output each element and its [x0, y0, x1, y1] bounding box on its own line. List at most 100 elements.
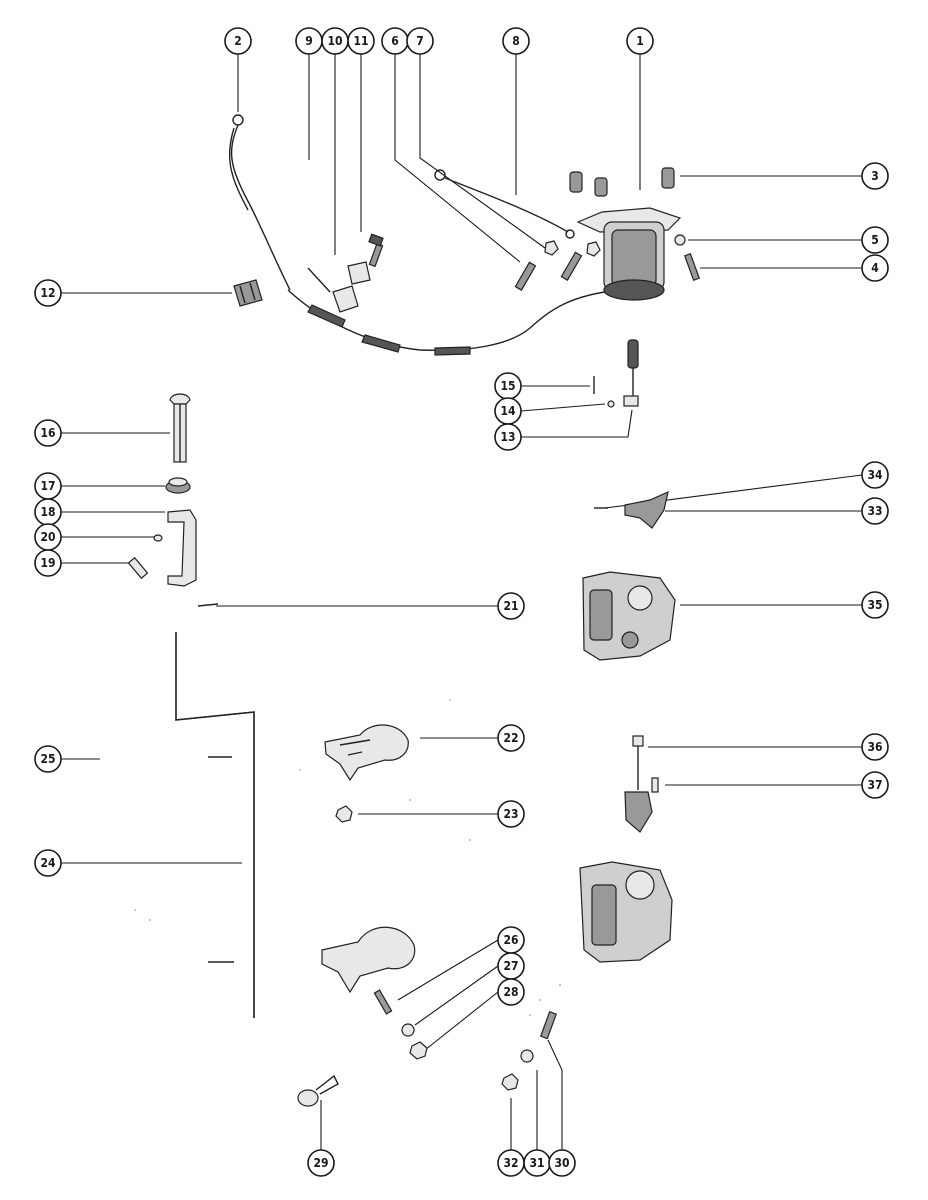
callout-14: 14 — [494, 397, 522, 425]
callout-label: 4 — [871, 261, 879, 275]
nut-28 — [409, 1041, 428, 1060]
lead-wire — [434, 169, 575, 239]
callout-9: 9 — [295, 27, 323, 55]
callout-label: 5 — [871, 233, 879, 247]
callout-24: 24 — [34, 849, 62, 877]
callout-2: 2 — [224, 27, 252, 55]
callout-7: 7 — [406, 27, 434, 55]
callout-26: 26 — [497, 926, 525, 954]
callout-label: 8 — [512, 34, 520, 48]
callout-label: 23 — [503, 807, 518, 821]
callout-label: 26 — [503, 933, 518, 947]
callout-label: 25 — [40, 752, 55, 766]
callout-4: 4 — [861, 254, 889, 282]
nut-32 — [501, 1073, 519, 1091]
callout-label: 27 — [503, 959, 518, 973]
callout-16: 16 — [34, 419, 62, 447]
callout-label: 11 — [353, 34, 368, 48]
callout-6: 6 — [381, 27, 409, 55]
callout-label: 28 — [503, 985, 518, 999]
callout-1: 1 — [626, 27, 654, 55]
screw-19 — [127, 556, 149, 580]
sleeves — [569, 167, 675, 197]
callout-21: 21 — [497, 592, 525, 620]
callout-label: 10 — [327, 34, 342, 48]
callout-label: 31 — [529, 1156, 544, 1170]
leader-lines — [61, 54, 863, 1150]
callout-label: 19 — [40, 556, 55, 570]
callout-32: 32 — [497, 1149, 525, 1177]
screws-6-7 — [514, 240, 601, 291]
callout-label: 36 — [867, 740, 882, 754]
callout-label: 17 — [40, 479, 55, 493]
callouts: 2 9 10 11 6 7 8 1 3 5 4 12 15 14 13 16 1… — [34, 27, 889, 1177]
carburetor-35 — [582, 571, 676, 661]
washer-20 — [153, 534, 163, 542]
callout-label: 21 — [503, 599, 518, 613]
callout-30: 30 — [548, 1149, 576, 1177]
pin-21 — [197, 603, 219, 607]
bolt-16 — [169, 393, 191, 463]
throttle-cam-22 — [324, 724, 409, 782]
callout-10: 10 — [321, 27, 349, 55]
washer-5 — [674, 234, 686, 246]
callout-13: 13 — [494, 423, 522, 451]
callout-label: 18 — [40, 505, 55, 519]
callout-15: 15 — [494, 372, 522, 400]
clamp-assembly — [307, 233, 384, 313]
callout-31: 31 — [523, 1149, 551, 1177]
callout-17: 17 — [34, 472, 62, 500]
callout-35: 35 — [861, 591, 889, 619]
washer-27 — [401, 1023, 415, 1037]
linkage-36 — [624, 735, 659, 833]
callout-29: 29 — [307, 1149, 335, 1177]
callout-label: 33 — [867, 504, 882, 518]
callout-5: 5 — [861, 226, 889, 254]
callout-label: 34 — [867, 468, 883, 482]
callout-34: 34 — [861, 461, 889, 489]
callout-label: 1 — [636, 34, 644, 48]
bracket-18 — [167, 509, 197, 587]
callout-23: 23 — [497, 800, 525, 828]
nut-23 — [335, 805, 353, 823]
solenoid — [576, 207, 682, 301]
callout-8: 8 — [502, 27, 530, 55]
callout-12: 12 — [34, 279, 62, 307]
callout-label: 37 — [867, 778, 882, 792]
grommet — [233, 279, 263, 307]
callout-label: 6 — [391, 34, 399, 48]
callout-label: 12 — [40, 286, 55, 300]
callout-label: 30 — [554, 1156, 569, 1170]
callout-label: 32 — [503, 1156, 518, 1170]
callout-label: 29 — [313, 1156, 328, 1170]
choke-knob — [593, 339, 639, 408]
ground-wire — [228, 114, 291, 291]
carburetor-lower — [579, 861, 673, 963]
callout-label: 22 — [503, 731, 518, 745]
callout-36: 36 — [861, 733, 889, 761]
callout-label: 15 — [500, 379, 515, 393]
washer-31 — [520, 1049, 534, 1063]
callout-18: 18 — [34, 498, 62, 526]
callout-label: 7 — [416, 34, 424, 48]
callout-28: 28 — [497, 978, 525, 1006]
callout-label: 9 — [305, 34, 313, 48]
callout-11: 11 — [347, 27, 375, 55]
callout-25: 25 — [34, 745, 62, 773]
screw-26 — [373, 989, 393, 1015]
callout-label: 13 — [500, 430, 515, 444]
callout-19: 19 — [34, 549, 62, 577]
throttle-cam-lower — [321, 926, 416, 994]
callout-3: 3 — [861, 162, 889, 190]
callout-label: 24 — [40, 856, 56, 870]
callout-label: 35 — [867, 598, 882, 612]
bushing-17 — [165, 477, 191, 494]
throttle-rod — [175, 632, 255, 1018]
screw-30 — [539, 1010, 557, 1040]
screw-4 — [683, 252, 701, 282]
clip-29 — [297, 1074, 339, 1107]
callout-label: 16 — [40, 426, 55, 440]
callout-27: 27 — [497, 952, 525, 980]
callout-label: 20 — [40, 530, 55, 544]
